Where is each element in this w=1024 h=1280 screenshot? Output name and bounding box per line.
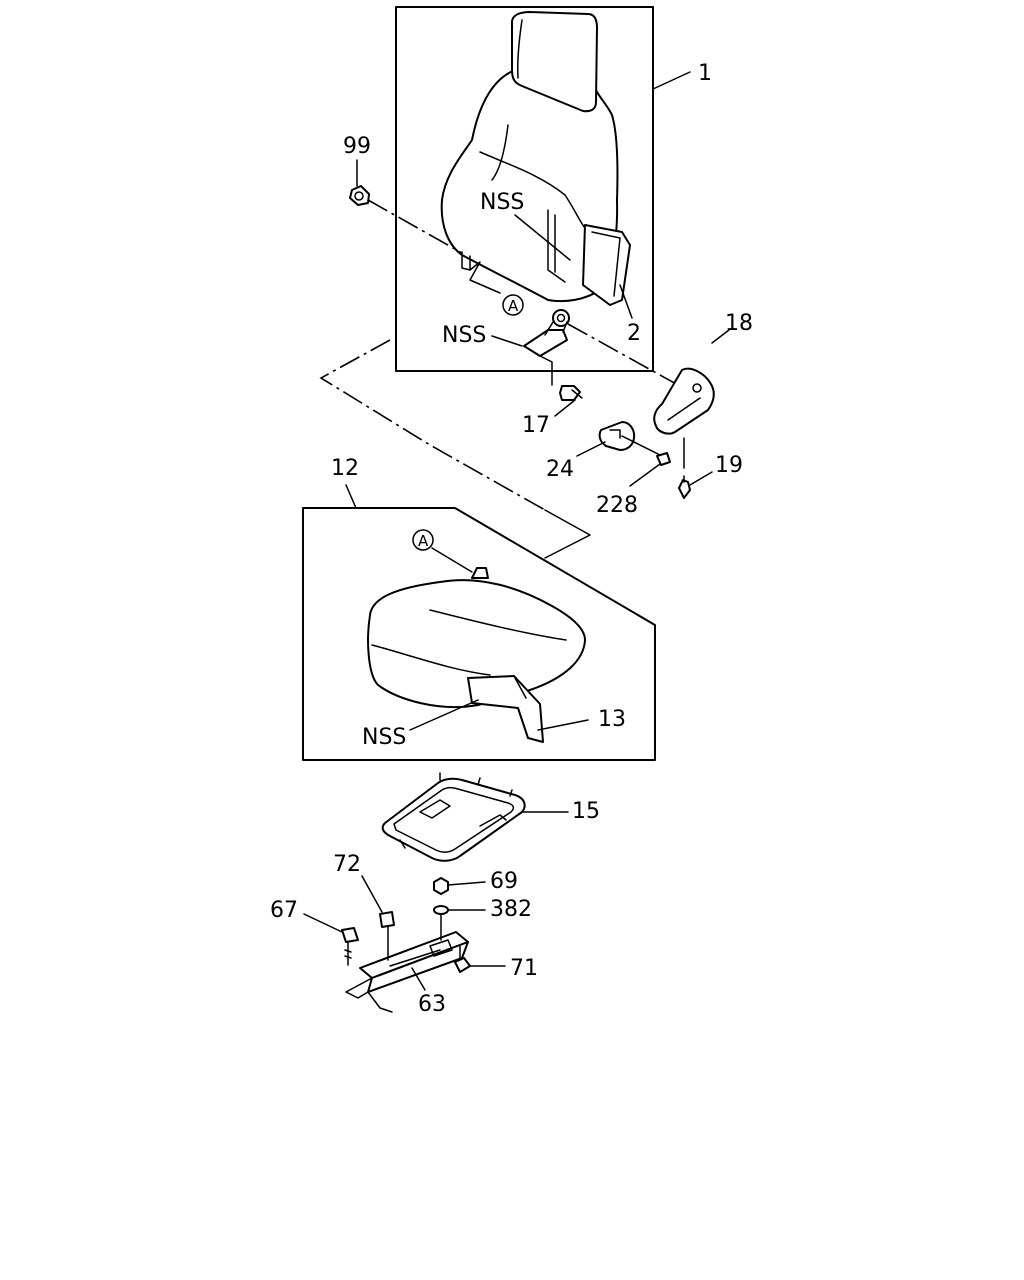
label-228: 228 bbox=[596, 493, 638, 518]
nut-69 bbox=[433, 877, 449, 895]
cushion-hook bbox=[471, 567, 489, 579]
hinge-bracket bbox=[523, 329, 568, 357]
screw-228 bbox=[656, 452, 671, 466]
assembly-guide-line bbox=[544, 509, 591, 559]
label-nss-cushion: NSS bbox=[362, 725, 406, 750]
side-cover-inner bbox=[591, 231, 621, 297]
cushion-outline bbox=[367, 579, 586, 709]
cushion-seam-2 bbox=[371, 644, 491, 676]
label-a-cushion: A bbox=[418, 532, 429, 550]
seatback-contour-2 bbox=[491, 124, 509, 181]
label-63: 63 bbox=[418, 992, 446, 1017]
cushion-assembly-group bbox=[302, 507, 656, 761]
recliner-cover-18 bbox=[653, 367, 715, 469]
nut-99 bbox=[349, 185, 370, 206]
leader-lines bbox=[303, 71, 730, 991]
label-a-top: A bbox=[508, 297, 519, 315]
label-382: 382 bbox=[490, 897, 532, 922]
hinge-pivot bbox=[552, 309, 570, 327]
label-1: 1 bbox=[698, 61, 712, 86]
cushion-assembly-box bbox=[302, 507, 656, 761]
washer-382 bbox=[433, 905, 449, 915]
seatback-bottom-bracket bbox=[461, 251, 471, 271]
screw-19 bbox=[678, 475, 691, 499]
label-69: 69 bbox=[490, 869, 518, 894]
cushion-front-panel-edge bbox=[513, 675, 527, 699]
label-15: 15 bbox=[572, 799, 600, 824]
callout-a-cushion-circle bbox=[412, 529, 434, 551]
seatback-panel-lines bbox=[547, 209, 566, 283]
bolt-67 bbox=[341, 927, 359, 966]
label-2: 2 bbox=[627, 321, 641, 346]
label-17: 17 bbox=[522, 413, 550, 438]
callout-a-top-leader bbox=[469, 261, 501, 294]
rail-63 bbox=[345, 931, 469, 1013]
headrest bbox=[511, 11, 598, 113]
cap-24 bbox=[598, 421, 661, 456]
label-67: 67 bbox=[270, 898, 298, 923]
seatback-contour bbox=[479, 151, 586, 229]
cushion-seam bbox=[429, 609, 567, 641]
label-13: 13 bbox=[598, 707, 626, 732]
side-cover-panel bbox=[582, 224, 631, 306]
label-nss-hinge: NSS bbox=[442, 323, 486, 348]
nut-99-dashline bbox=[367, 199, 463, 254]
label-19: 19 bbox=[715, 453, 743, 478]
label-24: 24 bbox=[546, 457, 574, 482]
label-nss-seatback: NSS bbox=[480, 190, 524, 215]
label-18: 18 bbox=[725, 311, 753, 336]
seatback-outline bbox=[440, 69, 619, 303]
hinge-pivot-inner bbox=[556, 313, 566, 323]
hinge-dashline bbox=[567, 323, 679, 386]
label-72: 72 bbox=[333, 852, 361, 877]
label-71: 71 bbox=[510, 956, 538, 981]
seatback-assembly-box bbox=[395, 6, 654, 372]
assembly-dashline bbox=[319, 339, 546, 511]
frame-15 bbox=[381, 772, 526, 862]
label-12: 12 bbox=[331, 456, 359, 481]
seatback-assembly-group bbox=[395, 6, 654, 372]
cushion-front-panel bbox=[467, 675, 544, 743]
callout-a-top-circle bbox=[502, 294, 524, 316]
bolt-17 bbox=[539, 355, 583, 401]
hinge-arm bbox=[544, 321, 568, 336]
headrest-edge bbox=[517, 19, 523, 79]
label-99: 99 bbox=[343, 134, 371, 159]
bushing-72 bbox=[379, 911, 395, 961]
